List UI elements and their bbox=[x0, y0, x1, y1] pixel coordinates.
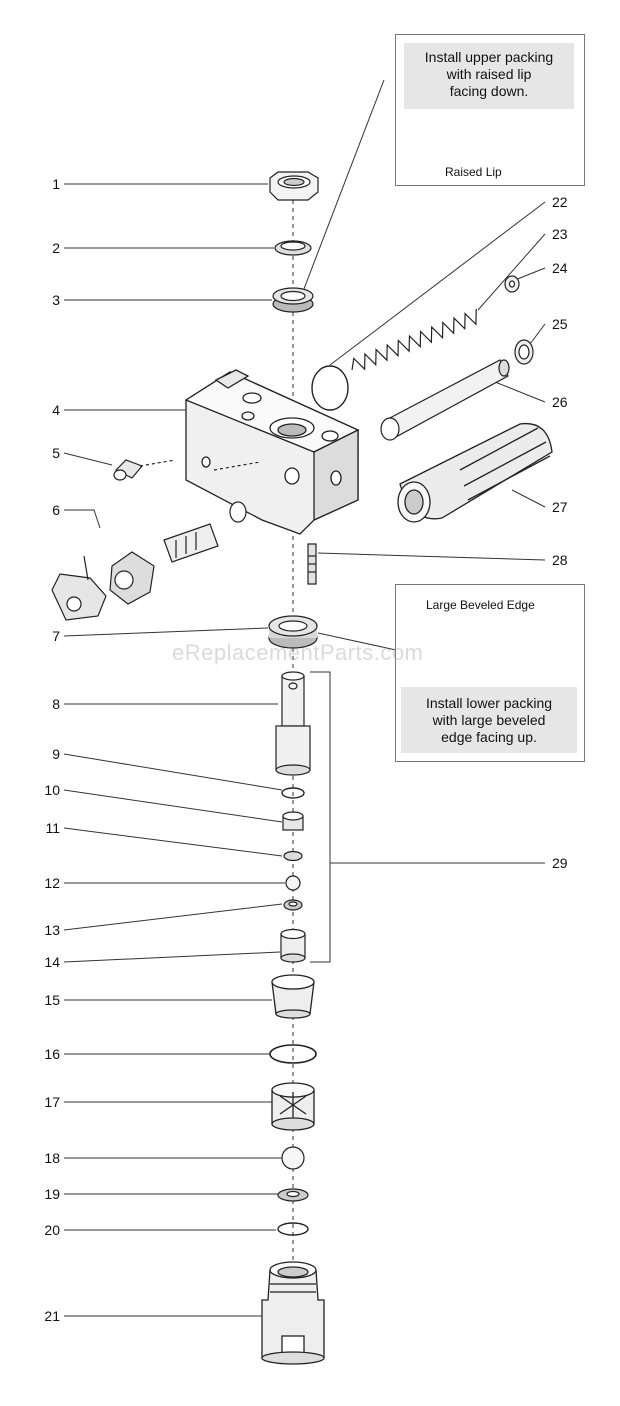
part-11-ring bbox=[283, 850, 303, 862]
callout-21: 21 bbox=[44, 1308, 60, 1324]
part-8-piston-rod bbox=[275, 671, 311, 776]
callout-17: 17 bbox=[44, 1094, 60, 1110]
callout-22: 22 bbox=[552, 194, 568, 210]
callout-13: 13 bbox=[44, 922, 60, 938]
callout-4: 4 bbox=[52, 402, 60, 418]
watermark: eReplacementParts.com bbox=[172, 640, 424, 665]
raised-lip-label: Raised Lip bbox=[445, 165, 502, 179]
callout-25: 25 bbox=[552, 316, 568, 332]
callout-5: 5 bbox=[52, 445, 60, 461]
leader-25 bbox=[529, 323, 546, 345]
leader-13 bbox=[63, 903, 283, 931]
leader-27 bbox=[511, 489, 546, 508]
part-2-ring bbox=[274, 240, 312, 256]
callout-12: 12 bbox=[44, 875, 60, 891]
upper-packing-note: Install upper packing with raised lip fa… bbox=[395, 34, 585, 186]
leader-9 bbox=[63, 753, 283, 791]
callout-10: 10 bbox=[44, 782, 60, 798]
callout-6: 6 bbox=[52, 502, 60, 518]
callout-2: 2 bbox=[52, 240, 60, 256]
callout-28: 28 bbox=[552, 552, 568, 568]
leader-14 bbox=[63, 951, 281, 963]
callout-18: 18 bbox=[44, 1150, 60, 1166]
callout-29: 29 bbox=[552, 855, 568, 871]
part-26-filter bbox=[380, 359, 510, 441]
upper-note-line-1: Install upper packing bbox=[424, 49, 554, 65]
callout-16: 16 bbox=[44, 1046, 60, 1062]
lower-packing-instruction: Install lower packing with large beveled… bbox=[401, 687, 577, 753]
callout-14: 14 bbox=[44, 954, 60, 970]
part-9-o-ring bbox=[281, 787, 305, 799]
upper-packing-instruction: Install upper packing with raised lip fa… bbox=[404, 43, 574, 109]
callout-24: 24 bbox=[552, 260, 568, 276]
lower-packing-note: Install lower packing with large beveled… bbox=[395, 584, 585, 762]
part-24-washer bbox=[504, 275, 520, 293]
callout-1: 1 bbox=[52, 176, 60, 192]
lower-note-line-1: Install lower packing bbox=[425, 695, 553, 711]
callout-27: 27 bbox=[552, 499, 568, 515]
part-5-fitting bbox=[113, 459, 176, 481]
part-25-spring bbox=[514, 339, 534, 365]
part-23-spring bbox=[351, 309, 477, 371]
leader-5 bbox=[63, 452, 113, 466]
leader-11 bbox=[63, 827, 283, 857]
part-14-retainer bbox=[280, 928, 306, 963]
leader-7 bbox=[63, 627, 269, 637]
part-16-o-ring bbox=[269, 1044, 317, 1064]
leader-23 bbox=[477, 233, 546, 311]
leader-10 bbox=[63, 789, 283, 823]
lower-note-line-2: with large beveled bbox=[432, 712, 546, 728]
callout-23: 23 bbox=[552, 226, 568, 242]
leader-6 bbox=[64, 509, 101, 529]
part-4-pump-block bbox=[184, 369, 360, 535]
part-3-upper-packing bbox=[272, 287, 314, 313]
large-beveled-edge-label: Large Beveled Edge bbox=[426, 598, 535, 612]
callout-7: 7 bbox=[52, 628, 60, 644]
callout-9: 9 bbox=[52, 746, 60, 762]
leader-24 bbox=[514, 267, 546, 281]
callout-15: 15 bbox=[44, 992, 60, 1008]
part-22-o-ring bbox=[311, 365, 349, 411]
lower-note-line-3: edge facing up. bbox=[441, 729, 537, 745]
callout-11: 11 bbox=[45, 820, 60, 836]
upper-note-line-2: with raised lip bbox=[446, 66, 532, 82]
part-20-o-ring bbox=[277, 1222, 309, 1236]
callout-19: 19 bbox=[44, 1186, 60, 1202]
bracket-29 bbox=[310, 671, 331, 963]
part-7-lower-packing bbox=[268, 615, 318, 649]
leader-26 bbox=[489, 379, 546, 403]
upper-note-line-3: facing down. bbox=[449, 83, 529, 99]
callout-26: 26 bbox=[552, 394, 568, 410]
note-upper-leader bbox=[301, 79, 385, 295]
leader-28 bbox=[317, 552, 546, 561]
part-6-prime-valve-assembly bbox=[51, 461, 261, 621]
part-12-ball bbox=[285, 875, 301, 891]
part-15-foot-valve-housing bbox=[271, 974, 315, 1019]
part-17-ball-guide bbox=[271, 1082, 315, 1131]
part-13-seat bbox=[283, 899, 303, 911]
part-19-seat bbox=[277, 1188, 309, 1202]
part-21-foot-valve-cage bbox=[261, 1261, 325, 1365]
callout-8: 8 bbox=[52, 696, 60, 712]
part-27-filter-housing bbox=[397, 422, 553, 523]
part-28-fitting bbox=[307, 543, 317, 585]
leader-22 bbox=[329, 201, 546, 366]
part-1-packing-nut bbox=[269, 171, 319, 201]
part-10-piston-guide bbox=[282, 811, 304, 831]
callout-20: 20 bbox=[44, 1222, 60, 1238]
callout-3: 3 bbox=[52, 292, 60, 308]
note-lower-leader bbox=[317, 632, 397, 651]
part-18-ball bbox=[281, 1146, 305, 1170]
